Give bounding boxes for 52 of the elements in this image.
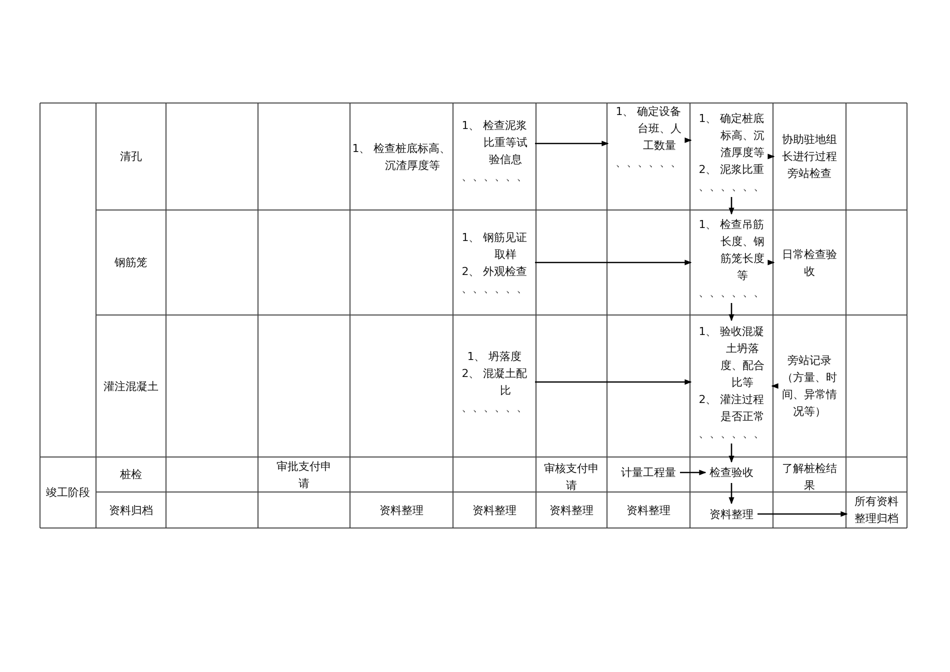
arrow [684, 137, 692, 144]
cell-text: 、、、、、、 [460, 168, 528, 184]
arrow [535, 379, 692, 385]
arrow [728, 303, 734, 322]
cell-text: 1、 检查吊筋长度、钢筋笼长度等 [698, 217, 766, 284]
arrow [535, 140, 609, 146]
cell-text: 日常检查验收 [778, 246, 841, 280]
cell-text: 、、、、、、 [698, 285, 766, 301]
cell-text: 资料整理 [550, 502, 594, 518]
cell-text: 资料整理 [472, 502, 516, 518]
cell-text: 1、 钢筋见证取样 [460, 230, 528, 262]
arrow [728, 197, 734, 215]
cell-text: 竣工阶段 [46, 484, 90, 501]
cell-text: 计量工程量 [621, 464, 676, 481]
cell-text: 资料整理 [710, 506, 754, 522]
cell-text: 1、 确定设备台班、人工数量 [614, 104, 682, 154]
cell-text: 钢筋笼 [114, 254, 148, 271]
cell-text: 2、 泥浆比重 [698, 162, 766, 178]
cell-text: 1、 确定桩底标高、沉渣厚度等 [698, 111, 766, 161]
cell-text: 、、、、、、 [460, 280, 528, 296]
cell-text: 1、 检查桩底标高、沉渣厚度等 [348, 140, 454, 174]
cell-text: 审核支付申请 [541, 460, 602, 494]
cell-text: 检查验收 [710, 464, 754, 481]
cell-text: 、、、、、、 [614, 154, 682, 170]
arrow [728, 483, 734, 504]
cell-text: 、、、、、、 [460, 400, 528, 416]
arrow [728, 444, 734, 463]
cell-text: 资料整理 [626, 502, 670, 518]
cell-text: 资料归档 [109, 502, 153, 518]
arrow [768, 154, 775, 160]
cell-text: 1、 检查泥浆比重等试验信息 [460, 118, 528, 168]
cell-text: 1、 坍落度 [466, 349, 523, 365]
arrow [768, 260, 775, 266]
cell-text: 1、 验收混凝土坍落度、配合比等 [698, 324, 766, 390]
cell-text: 、、、、、、 [698, 426, 766, 442]
cell-text: 审批支付申请 [272, 458, 336, 492]
cell-text: 桩检 [120, 466, 142, 483]
cell-text: 、、、、、、 [698, 179, 766, 195]
arrow [535, 260, 692, 266]
cell-text: 灌注混凝土 [104, 378, 158, 394]
cell-text: 资料整理 [380, 502, 424, 518]
arrow [680, 470, 706, 476]
cell-text: 清孔 [120, 148, 142, 165]
cell-text: 2、 混凝土配比 [460, 366, 528, 399]
cell-text: 协助驻地组长进行过程旁站检查 [778, 131, 841, 182]
cell-text: 所有资料整理归档 [851, 493, 902, 527]
cell-text: 了解桩检结果 [778, 460, 841, 494]
cell-text: 旁站记录（方量、时间、异常情况等） [778, 352, 841, 420]
arrow [758, 511, 848, 517]
cell-text: 2、 外观检查 [460, 264, 528, 280]
cell-text: 2、 灌注过程是否正常 [698, 392, 766, 424]
arrow [771, 383, 778, 389]
